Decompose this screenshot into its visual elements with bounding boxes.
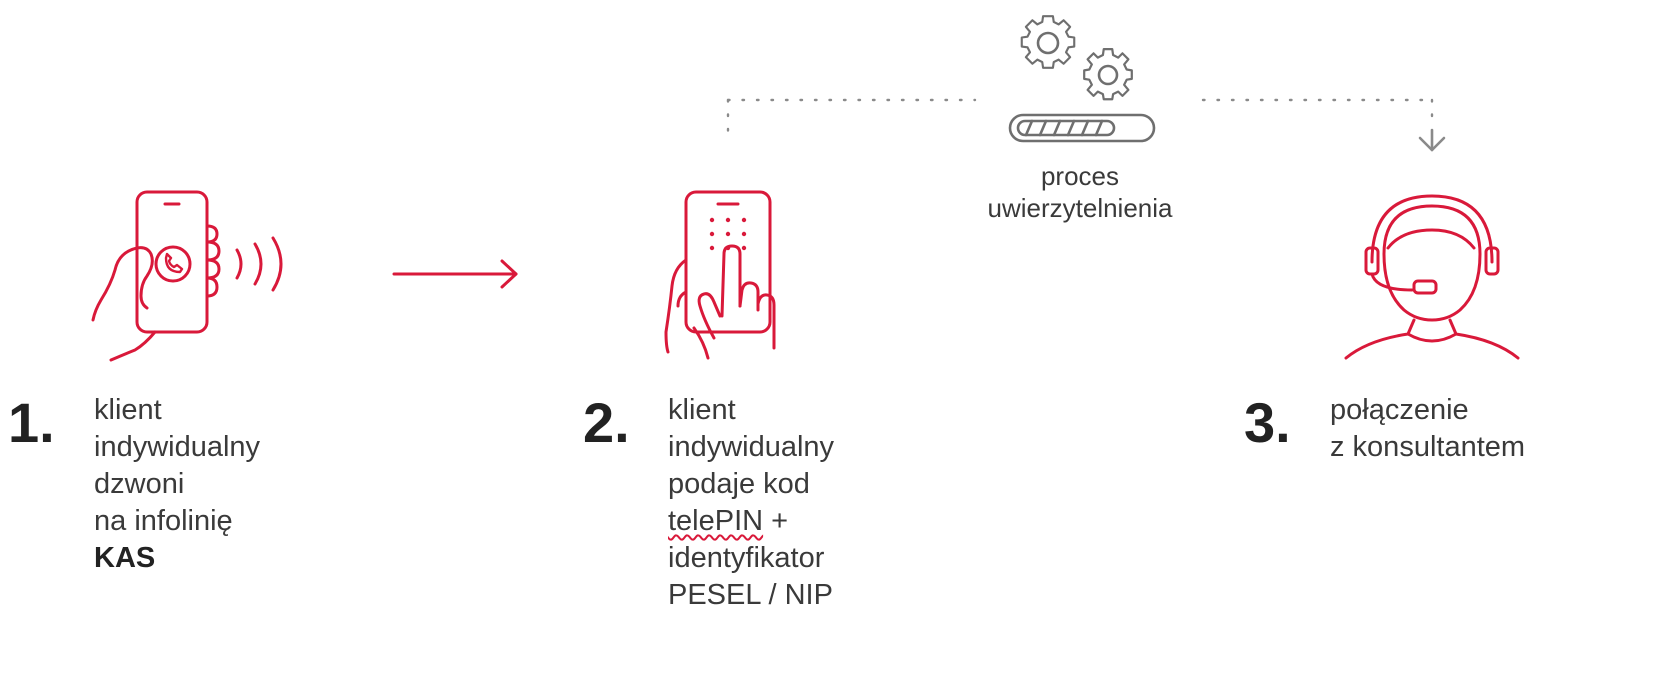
process-label: proces uwierzytelnienia <box>955 160 1205 224</box>
process-label-line2: uwierzytelnienia <box>987 193 1173 223</box>
step-2-line: PESEL / NIP <box>668 579 833 611</box>
step-2-line-telepin: telePIN + <box>668 503 834 540</box>
step-2-line: podaje kod <box>668 468 810 500</box>
step-2-line: indywidualny <box>668 431 835 463</box>
process-label-line1: proces <box>1040 161 1120 191</box>
progress-bar-icon <box>1008 113 1156 143</box>
consultant-headset-icon <box>1344 194 1520 360</box>
step-3-description: połączenie z konsultantem <box>1330 392 1525 466</box>
telepin-term: telePIN <box>668 505 764 537</box>
plus-sign: + <box>763 505 789 537</box>
step-2-line: identyfikator <box>668 542 825 574</box>
keypad-phone-hand-icon <box>664 190 776 360</box>
step-1-number: 1. <box>8 391 55 454</box>
step-2-line: klient <box>668 394 736 426</box>
step-3-number: 3. <box>1244 391 1291 454</box>
step-1-line: indywidualny <box>94 431 261 463</box>
step-1-line: na infolinię <box>94 505 233 537</box>
gears-icon <box>1020 15 1133 101</box>
step-2-number: 2. <box>583 391 630 454</box>
phone-call-hand-icon <box>91 190 283 362</box>
step-1-line-bold: KAS <box>94 542 156 574</box>
step-1-line: klient <box>94 394 162 426</box>
step-2-description: klient indywidualny podaje kod telePIN +… <box>668 392 834 614</box>
step-3-line: połączenie <box>1330 394 1469 426</box>
step-3-line: z konsultantem <box>1330 431 1526 463</box>
arrow-right-icon <box>392 259 518 289</box>
step-1-description: klient indywidualny dzwoni na infolinię … <box>94 392 260 577</box>
step-1-line: dzwoni <box>94 468 185 500</box>
